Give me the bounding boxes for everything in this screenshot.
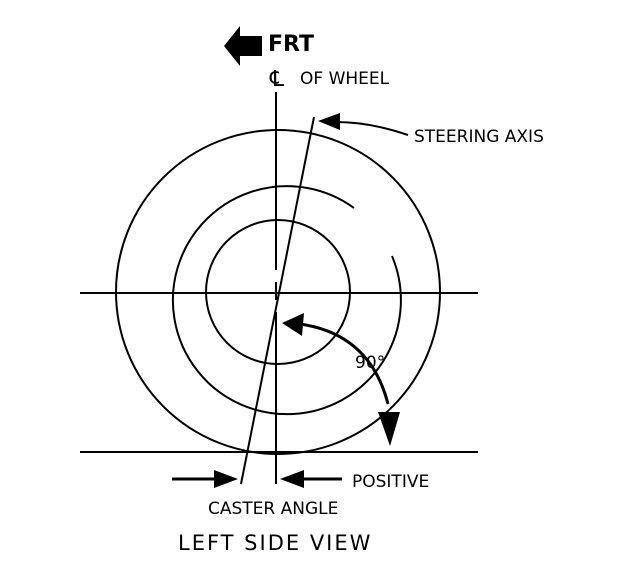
centerline-symbol: ℄ bbox=[269, 67, 285, 92]
view-title: LEFT SIDE VIEW bbox=[178, 531, 372, 555]
caster-right-arrowhead bbox=[280, 470, 304, 488]
front-label: FRT bbox=[268, 32, 314, 57]
steering-axis-line bbox=[240, 116, 315, 485]
caster-angle-label: CASTER ANGLE bbox=[208, 499, 338, 519]
front-arrow-icon bbox=[224, 26, 262, 66]
steering-axis-arrowhead bbox=[318, 113, 340, 130]
caster-left-arrowhead bbox=[214, 470, 238, 488]
steering-axis-leader bbox=[335, 121, 409, 136]
wheel-centerline-label: OF WHEEL bbox=[300, 69, 390, 89]
ninety-degree-label: 90° bbox=[355, 353, 385, 373]
ninety-degree-arc bbox=[299, 322, 390, 405]
ninety-degree-arrowhead-left bbox=[282, 313, 304, 336]
middle-wheel-arc bbox=[171, 185, 402, 416]
steering-axis-label: STEERING AXIS bbox=[414, 127, 544, 147]
positive-label: POSITIVE bbox=[352, 472, 429, 492]
ninety-degree-arrowhead-down bbox=[378, 412, 400, 446]
